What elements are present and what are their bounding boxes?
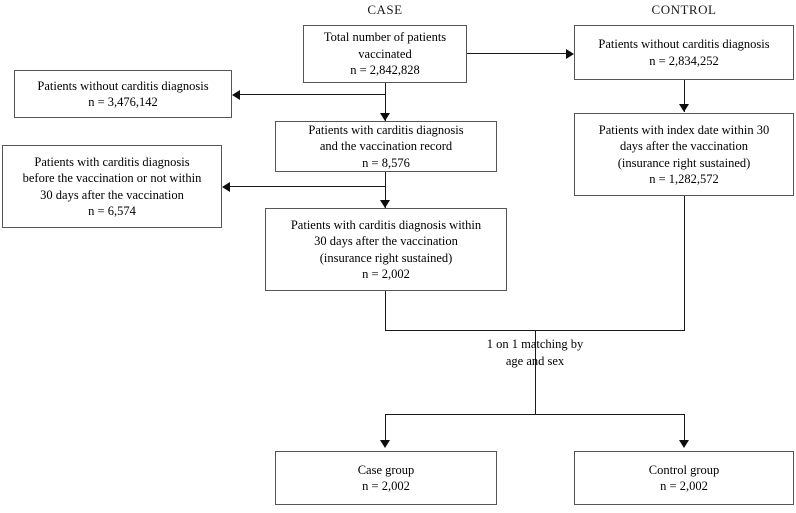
node-total-vaccinated-label: Total number of patients vaccinated n = …: [323, 30, 447, 78]
arrowhead-to-excl-before: [222, 182, 230, 192]
edge-fork-horizontal: [385, 414, 685, 415]
label-matching-note: 1 on 1 matching by age and sex: [486, 337, 584, 368]
node-case-group[interactable]: Case group n = 2,002: [275, 451, 497, 505]
edge-record-to-excl-before: [230, 186, 386, 187]
node-control-index-within-30[interactable]: Patients with index date within 30 days …: [574, 113, 794, 196]
node-control-no-carditis-label: Patients without carditis diagnosis n = …: [598, 37, 770, 68]
node-case-carditis-and-record[interactable]: Patients with carditis diagnosis and the…: [275, 121, 497, 172]
arrowhead-to-control-index: [679, 104, 689, 112]
node-case-group-label: Case group n = 2,002: [357, 462, 415, 494]
edge-control-index-down: [684, 196, 685, 331]
edge-merge-center-down: [535, 330, 536, 414]
node-case-excluded-no-carditis[interactable]: Patients without carditis diagnosis n = …: [14, 70, 232, 118]
node-control-index-within-30-label: Patients with index date within 30 days …: [598, 122, 770, 187]
column-header-control: CONTROL: [651, 2, 717, 17]
edge-total-down-stem: [385, 83, 386, 121]
edge-control-no-carditis-down: [684, 80, 685, 112]
edge-record-down-stem: [385, 172, 386, 208]
arrowhead-to-case-group: [380, 440, 390, 448]
arrowhead-to-control-no-carditis: [566, 49, 574, 59]
arrowhead-to-excl-no-carditis: [232, 90, 240, 100]
node-case-within-30-label: Patients with carditis diagnosis within …: [290, 217, 482, 282]
arrowhead-to-carditis-and-record: [380, 113, 390, 121]
node-total-vaccinated[interactable]: Total number of patients vaccinated n = …: [303, 25, 467, 83]
node-control-group[interactable]: Control group n = 2,002: [574, 451, 794, 505]
node-case-excluded-before-or-outside[interactable]: Patients with carditis diagnosis before …: [2, 145, 222, 228]
edge-fork-left-down: [385, 414, 386, 442]
node-control-no-carditis[interactable]: Patients without carditis diagnosis n = …: [574, 25, 794, 80]
edge-total-to-control: [466, 53, 567, 54]
node-case-carditis-and-record-label: Patients with carditis diagnosis and the…: [308, 122, 464, 170]
node-control-group-label: Control group n = 2,002: [648, 462, 720, 494]
column-header-case: CASE: [367, 2, 403, 17]
edge-total-to-excl-no-carditis: [240, 94, 386, 95]
edge-case-within30-down: [385, 291, 386, 331]
node-case-excluded-no-carditis-label: Patients without carditis diagnosis n = …: [37, 78, 209, 110]
arrowhead-to-case-within-30: [380, 200, 390, 208]
node-case-excluded-before-or-outside-label: Patients with carditis diagnosis before …: [22, 154, 202, 219]
edge-fork-right-down: [684, 414, 685, 442]
node-case-within-30[interactable]: Patients with carditis diagnosis within …: [265, 208, 507, 291]
arrowhead-to-control-group: [679, 440, 689, 448]
